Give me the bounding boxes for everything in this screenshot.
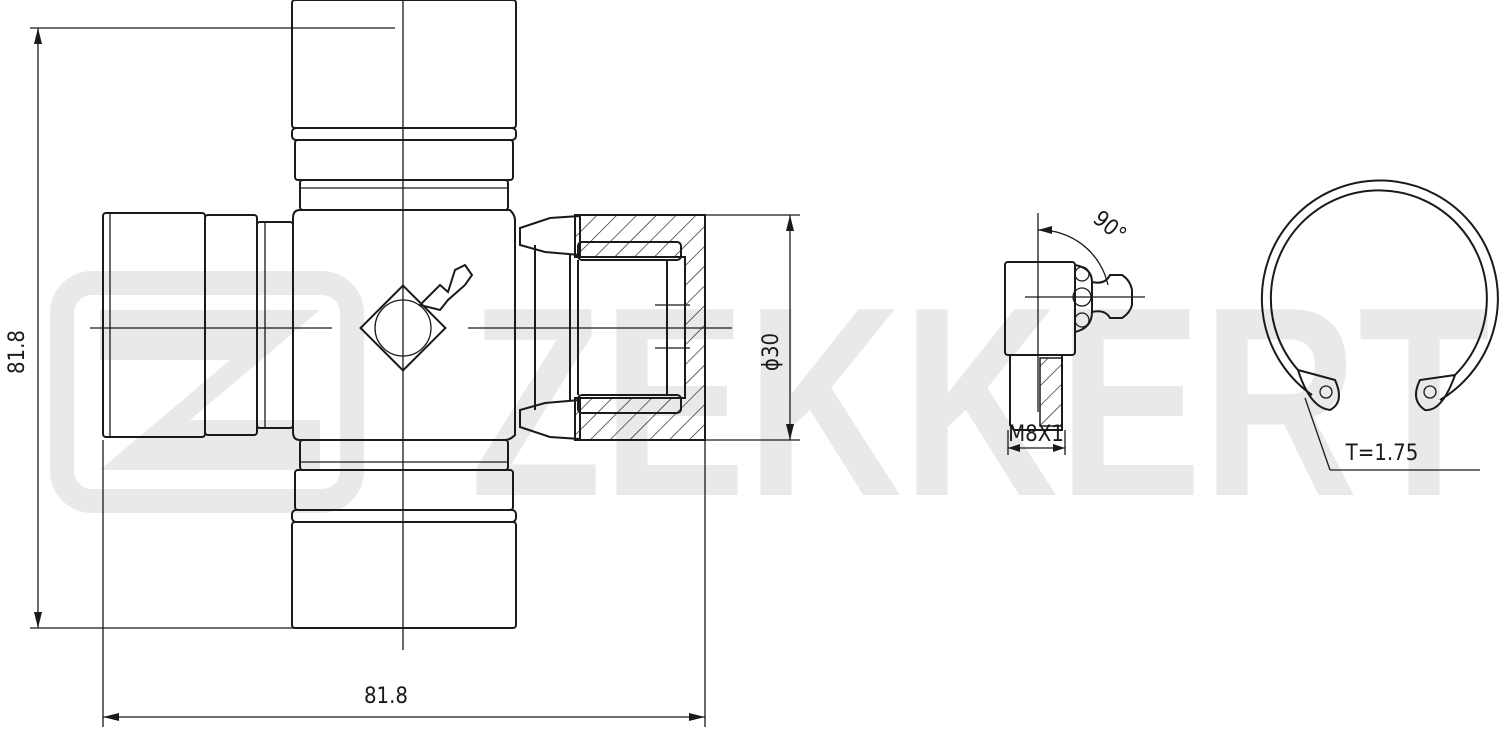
diameter-dimension: ϕ30 [705,214,800,441]
brand-watermark: ZEKKERT [50,252,1490,553]
cup-section [519,214,706,441]
thread-label: M8X1 [1008,422,1064,447]
width-dimension: 81.8 [102,440,706,727]
circlip-detail: T=1.75 [1260,179,1499,471]
cross-body [102,0,517,629]
diameter-label: ϕ30 [759,333,784,371]
angle-label: 90° [1088,206,1131,248]
height-label: 81.8 [5,330,30,374]
height-dimension: 81.8 [5,27,395,629]
width-label: 81.8 [364,684,408,709]
thickness-label: T=1.75 [1345,441,1419,466]
